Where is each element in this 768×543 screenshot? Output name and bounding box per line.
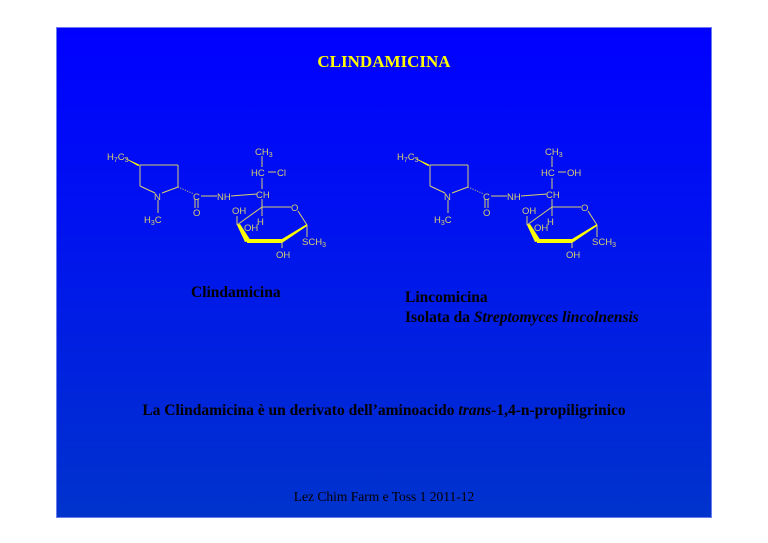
clindamicina-chloro-label: Cl [277, 168, 286, 179]
clindamicina-structure [105, 145, 329, 263]
lincomicina-source: Isolata da Streptomyces lincolnensis [405, 309, 639, 327]
lincomicina-structure [395, 145, 619, 263]
sentence-italic: trans [458, 402, 492, 419]
lincomicina-caption: Lincomicina [405, 289, 488, 306]
sentence-part1: La Clindamicina è un derivato dell’amino… [142, 402, 459, 419]
clindamicina-caption: Clindamicina [191, 284, 281, 301]
slide-footer: Lez Chim Farm e Toss 1 2011-12 [293, 489, 475, 504]
lincomicina-hydroxy-label: OH [567, 168, 581, 179]
slide: CLINDAMICINA Clindamicina Lincomicina Is… [56, 27, 712, 518]
slide-title: CLINDAMICINA [317, 52, 451, 71]
description-sentence: La Clindamicina è un derivato dell’amino… [57, 402, 711, 420]
source-species: Streptomyces lincolnensis [473, 309, 639, 326]
source-prefix: Isolata da [405, 309, 474, 326]
sentence-part2: -1,4-n-propiligrinico [491, 402, 626, 419]
